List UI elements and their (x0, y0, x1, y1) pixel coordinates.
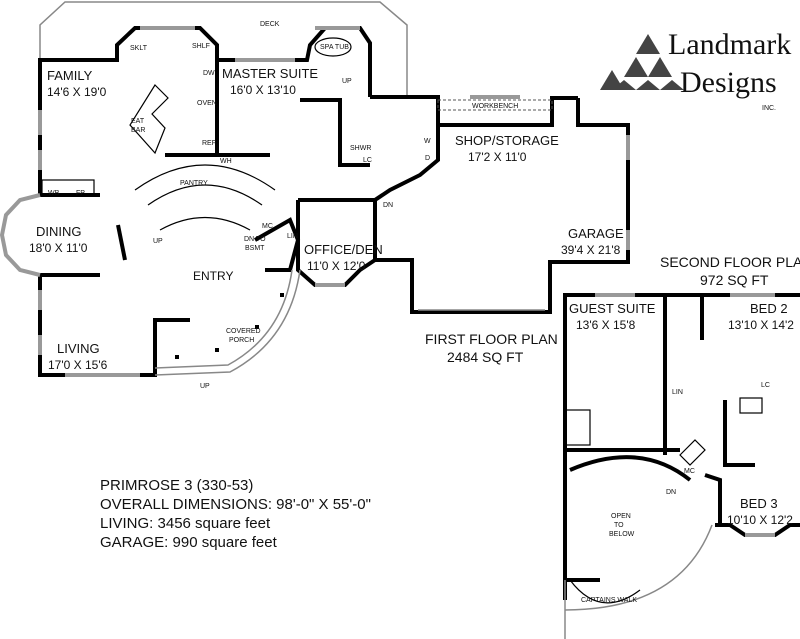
lin-label: LIN (287, 233, 298, 240)
bed2-dims: 13'10 X 14'2 (728, 318, 794, 332)
dn-label: DN (383, 202, 393, 209)
dw-label: DW (203, 70, 215, 77)
below-label: BELOW (609, 531, 635, 538)
first-floor-title: FIRST FLOOR PLAN (425, 331, 558, 347)
overall-dimensions: OVERALL DIMENSIONS: 98'-0" X 55'-0" (100, 496, 371, 513)
bar-label: BAR (131, 127, 145, 134)
living-name: LIVING (57, 341, 100, 356)
eat-label: EAT (131, 118, 145, 125)
office-den-dims: 11'0 X 12'0 (307, 259, 366, 273)
stair-up-label: UP (153, 238, 163, 245)
bed3-dims: 10'10 X 12'2 (727, 513, 793, 527)
kitchen-island (129, 84, 169, 155)
garage-dims: 39'4 X 21'8 (561, 243, 621, 257)
fireplace-icon (41, 179, 95, 195)
covered-label: COVERED (226, 328, 261, 335)
porch-label: PORCH (229, 337, 254, 344)
wb-label: WB (48, 190, 60, 197)
wh-label: WH (220, 158, 232, 165)
family-dims: 14'6 X 19'0 (47, 85, 107, 99)
bed3-name: BED 3 (740, 496, 778, 511)
spa-tub-icon (314, 37, 352, 57)
workbench-label: WORKBENCH (472, 103, 518, 110)
second-floor-title: SECOND FLOOR PLAN (660, 254, 800, 270)
garage-name: GARAGE (568, 226, 624, 241)
first-floor-area: 2484 SQ FT (447, 349, 524, 365)
lc-label: LC (363, 157, 372, 164)
guest-suite-dims: 13'6 X 15'8 (576, 318, 636, 332)
mc-label: MC (262, 223, 273, 230)
lin-label-2: LIN (672, 389, 683, 396)
master-suite-name: MASTER SUITE (222, 66, 318, 81)
deck-outline (39, 1, 408, 97)
first-floor-walls (38, 26, 630, 377)
plan-name: PRIMROSE 3 (330-53) (100, 477, 253, 494)
entry-label: ENTRY (193, 269, 233, 283)
bsmt-label: BSMT (245, 245, 265, 252)
dining-bay-window (0, 193, 41, 277)
deck-label: DECK (260, 21, 280, 28)
oven-label: OVEN (197, 100, 217, 107)
logo-suffix: INC. (762, 105, 776, 112)
plan-info-block: PRIMROSE 3 (330-53) OVERALL DIMENSIONS: … (100, 477, 371, 551)
lc-label-2: LC (761, 382, 770, 389)
guest-suite-name: GUEST SUITE (569, 301, 656, 316)
fp-label: FP (76, 190, 85, 197)
porch-up-label: UP (200, 383, 210, 390)
captains-walk-rail (564, 524, 713, 611)
windows (38, 26, 630, 377)
covered-porch (154, 269, 301, 376)
spa-tub-label: SPA TUB (320, 44, 349, 51)
office-den-name: OFFICE/DEN (304, 242, 383, 257)
open-label: OPEN (611, 513, 631, 520)
living-dims: 17'0 X 15'6 (48, 358, 108, 372)
shop-storage-name: SHOP/STORAGE (455, 133, 559, 148)
dn-label-2: DN (666, 489, 676, 496)
to-label: TO (614, 522, 624, 529)
second-floor-labels: SECOND FLOOR PLAN 972 SQ FT GUEST SUITE … (569, 254, 800, 604)
second-floor-area: 972 SQ FT (700, 272, 769, 288)
curved-stair (134, 164, 276, 231)
master-up-label: UP (342, 78, 352, 85)
dining-name: DINING (36, 224, 82, 239)
family-name: FAMILY (47, 68, 93, 83)
ref-label: REF (202, 140, 216, 147)
living-area: LIVING: 3456 square feet (100, 515, 271, 532)
logo-line2: Designs (680, 66, 777, 99)
landmark-logo: Landmark Designs INC. (600, 28, 791, 112)
garage-area: GARAGE: 990 square feet (100, 534, 278, 551)
pantry-label: PANTRY (180, 180, 208, 187)
captains-walk-label: CAPTAINS WALK (581, 597, 637, 604)
shlf-label: SHLF (192, 43, 210, 50)
bed2-name: BED 2 (750, 301, 788, 316)
shwr-label: SHWR (350, 145, 371, 152)
triangle-logo-icon (600, 34, 684, 90)
dn-to-label: DN TO (244, 236, 266, 243)
dryer-label: D (425, 155, 430, 162)
sklt-label: SKLT (130, 45, 148, 52)
shop-storage-dims: 17'2 X 11'0 (468, 150, 527, 164)
second-floor-walls (563, 293, 800, 604)
logo-line1: Landmark (668, 28, 791, 61)
first-floor-labels: DECK SPA TUB SKLT SHLF DW OVEN REF EAT B… (29, 21, 624, 390)
mc-label-2: MC (684, 468, 695, 475)
dining-dims: 18'0 X 11'0 (29, 241, 88, 255)
washer-label: W (424, 138, 431, 145)
master-suite-dims: 16'0 X 13'10 (230, 83, 296, 97)
